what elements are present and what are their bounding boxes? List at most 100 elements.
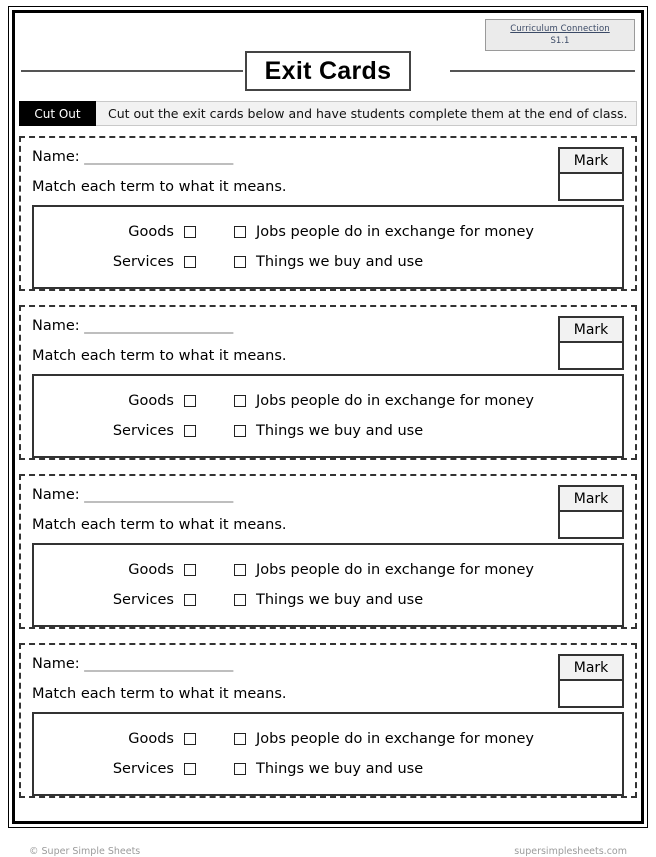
page-footer: © Super Simple Sheets supersimplesheets.… <box>29 846 627 857</box>
cut-out-tag: Cut Out <box>19 101 96 126</box>
definition-label: Things we buy and use <box>256 592 424 608</box>
definition-label: Things we buy and use <box>256 423 424 439</box>
definition-label: Jobs people do in exchange for money <box>256 224 534 240</box>
page-title-box: Exit Cards <box>245 51 411 91</box>
definition-checkbox-cell <box>218 395 246 407</box>
mark-value-field[interactable] <box>560 174 622 199</box>
exit-cards-list: Name: ______________________ Match each t… <box>19 136 637 798</box>
name-input-blank[interactable]: ______________________ <box>84 318 233 334</box>
mark-box: Mark <box>558 485 624 539</box>
mark-value-field[interactable] <box>560 512 622 537</box>
name-row: Name: ______________________ <box>32 147 624 167</box>
match-row: Goods Jobs people do in exchange for mone… <box>34 724 622 754</box>
name-label: Name: <box>32 318 80 334</box>
mark-box: Mark <box>558 147 624 201</box>
mark-label: Mark <box>560 487 622 512</box>
definition-checkbox-cell <box>218 564 246 576</box>
name-label: Name: <box>32 656 80 672</box>
name-label: Name: <box>32 149 80 165</box>
term-checkbox-cell <box>174 733 218 745</box>
term-checkbox[interactable] <box>184 594 196 606</box>
exit-card: Name: ______________________ Match each t… <box>19 474 637 629</box>
title-rule-right <box>450 70 635 72</box>
definition-checkbox[interactable] <box>234 226 246 238</box>
card-prompt: Match each term to what it means. <box>32 686 287 702</box>
term-checkbox[interactable] <box>184 226 196 238</box>
definition-label: Jobs people do in exchange for money <box>256 562 534 578</box>
definition-checkbox[interactable] <box>234 395 246 407</box>
term-label: Goods <box>128 393 174 409</box>
exit-card: Name: ______________________ Match each t… <box>19 136 637 291</box>
mark-label: Mark <box>560 318 622 343</box>
term-checkbox-cell <box>174 226 218 238</box>
name-label: Name: <box>32 487 80 503</box>
definition-checkbox[interactable] <box>234 425 246 437</box>
match-row: Services Things we buy and use <box>34 247 622 277</box>
term-checkbox-cell <box>174 763 218 775</box>
term-label: Services <box>112 592 174 608</box>
definition-checkbox[interactable] <box>234 594 246 606</box>
card-prompt: Match each term to what it means. <box>32 517 287 533</box>
page-title: Exit Cards <box>264 56 392 85</box>
mark-label: Mark <box>560 656 622 681</box>
name-row: Name: ______________________ <box>32 316 624 336</box>
definition-label: Jobs people do in exchange for money <box>256 731 534 747</box>
definition-checkbox-cell <box>218 226 246 238</box>
term-checkbox[interactable] <box>184 256 196 268</box>
card-header: Name: ______________________ Match each t… <box>32 147 624 203</box>
definition-checkbox[interactable] <box>234 256 246 268</box>
term-checkbox[interactable] <box>184 395 196 407</box>
name-input-blank[interactable]: ______________________ <box>84 149 233 165</box>
definition-checkbox-cell <box>218 256 246 268</box>
exit-card: Name: ______________________ Match each t… <box>19 643 637 798</box>
term-checkbox[interactable] <box>184 425 196 437</box>
term-checkbox[interactable] <box>184 733 196 745</box>
term-label: Goods <box>128 731 174 747</box>
match-row: Services Things we buy and use <box>34 754 622 784</box>
page-outer-border <box>8 6 648 828</box>
definition-label: Things we buy and use <box>256 761 424 777</box>
match-row: Services Things we buy and use <box>34 585 622 615</box>
worksheet-sheet: Curriculum Connection S1.1 Exit Cards Cu… <box>15 13 641 857</box>
definition-checkbox[interactable] <box>234 733 246 745</box>
name-input-blank[interactable]: ______________________ <box>84 487 233 503</box>
card-prompt: Match each term to what it means. <box>32 179 287 195</box>
mark-value-field[interactable] <box>560 343 622 368</box>
footer-website: supersimplesheets.com <box>514 846 627 857</box>
card-header: Name: ______________________ Match each t… <box>32 316 624 372</box>
definition-checkbox-cell <box>218 425 246 437</box>
matching-area: Goods Jobs people do in exchange for mone… <box>32 205 624 289</box>
term-checkbox[interactable] <box>184 564 196 576</box>
name-row: Name: ______________________ <box>32 654 624 674</box>
definition-label: Things we buy and use <box>256 254 424 270</box>
definition-checkbox[interactable] <box>234 564 246 576</box>
card-header: Name: ______________________ Match each t… <box>32 654 624 710</box>
term-checkbox-cell <box>174 395 218 407</box>
definition-checkbox[interactable] <box>234 763 246 775</box>
cut-out-instruction: Cut out the exit cards below and have st… <box>96 101 637 126</box>
term-checkbox-cell <box>174 564 218 576</box>
curriculum-connection-title: Curriculum Connection <box>510 24 610 34</box>
match-row: Goods Jobs people do in exchange for mone… <box>34 217 622 247</box>
term-label: Services <box>112 423 174 439</box>
mark-box: Mark <box>558 316 624 370</box>
term-checkbox[interactable] <box>184 763 196 775</box>
mark-box: Mark <box>558 654 624 708</box>
term-label: Goods <box>128 224 174 240</box>
name-input-blank[interactable]: ______________________ <box>84 656 233 672</box>
card-header: Name: ______________________ Match each t… <box>32 485 624 541</box>
definition-checkbox-cell <box>218 763 246 775</box>
card-prompt: Match each term to what it means. <box>32 348 287 364</box>
definition-checkbox-cell <box>218 594 246 606</box>
term-checkbox-cell <box>174 256 218 268</box>
term-label: Services <box>112 254 174 270</box>
title-rule-left <box>21 70 243 72</box>
curriculum-connection-badge: Curriculum Connection S1.1 <box>485 19 635 51</box>
mark-value-field[interactable] <box>560 681 622 706</box>
term-label: Services <box>112 761 174 777</box>
title-band: Exit Cards <box>15 51 641 91</box>
term-checkbox-cell <box>174 594 218 606</box>
